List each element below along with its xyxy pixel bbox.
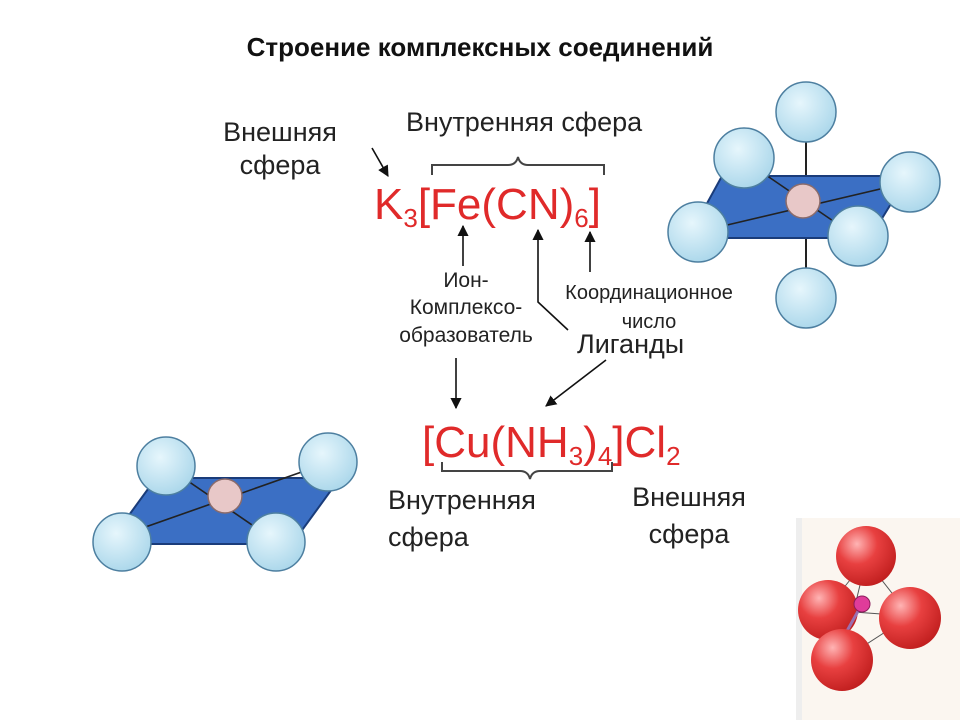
tetra-ligand-sphere bbox=[811, 629, 873, 691]
ligand-sphere bbox=[136, 436, 196, 496]
outer-sphere-label-top-line2: сфера bbox=[239, 150, 321, 180]
formula2-end: ]Cl bbox=[612, 418, 667, 467]
formula2-sub2: 4 bbox=[597, 441, 613, 471]
formula1-mid-sub: 6 bbox=[574, 203, 589, 233]
outer-sphere-label-bottom: Внешняя сфера bbox=[616, 481, 762, 551]
inner-sphere-label-bottom: Внутренняя сфера bbox=[388, 484, 536, 554]
formula1-mid: [Fe(CN) bbox=[417, 180, 575, 229]
central-ion-line1: Ион- bbox=[443, 269, 489, 292]
ligand-sphere bbox=[879, 151, 941, 213]
central-atom bbox=[207, 478, 243, 514]
formula2-sub1: 3 bbox=[568, 441, 584, 471]
tetra-ligand-sphere bbox=[798, 580, 858, 640]
central-ion-line2: Комплексо- bbox=[409, 296, 523, 319]
formula1-end: ] bbox=[588, 180, 601, 229]
page-title: Строение комплексных соединений bbox=[246, 32, 714, 62]
ligand-sphere bbox=[775, 267, 837, 329]
coord-number-line1: Координационное bbox=[565, 282, 733, 304]
arrow-outer-sphere-top bbox=[371, 147, 389, 177]
formula1-k-sub: 3 bbox=[403, 203, 418, 233]
formula1-k: K bbox=[374, 180, 404, 229]
central-ion-line3: образователь bbox=[399, 324, 533, 347]
inner-sphere-bottom-line1: Внутренняя bbox=[388, 485, 536, 515]
ligand-sphere bbox=[298, 432, 358, 492]
brace-inner-sphere-top bbox=[431, 156, 605, 175]
brace-inner-sphere-bottom bbox=[441, 462, 613, 480]
formula2-start: [Cu(NH bbox=[422, 418, 569, 467]
central-atom bbox=[785, 183, 821, 219]
formula-k3-fe-cn6: K3[Fe(CN)6] bbox=[374, 180, 601, 243]
tetra-ligand-sphere bbox=[879, 587, 941, 649]
ligand-sphere bbox=[667, 201, 729, 263]
inner-sphere-label-top: Внутренняя сфера bbox=[406, 107, 643, 137]
ligand-sphere bbox=[92, 512, 152, 572]
formula-cu-nh3-4-cl2: [Cu(NH3)4]Cl2 bbox=[422, 418, 681, 481]
inner-sphere-bottom-line2: сфера bbox=[388, 522, 469, 552]
outer-sphere-label-top: Внешняя сфера bbox=[205, 116, 355, 182]
ligand-sphere bbox=[827, 205, 889, 267]
outer-sphere-label-top-line1: Внешняя bbox=[223, 117, 337, 147]
arrow-ligands-down bbox=[545, 359, 607, 407]
tetra-central-atom bbox=[853, 595, 871, 613]
coord-number-line2: число bbox=[621, 311, 677, 333]
ligand-sphere bbox=[713, 127, 775, 189]
ligands-label: Лиганды bbox=[577, 329, 685, 359]
formula2-mid: ) bbox=[583, 418, 598, 467]
square-planar-complex-model bbox=[92, 432, 358, 572]
arrow-ligands-up bbox=[532, 228, 569, 331]
outer-sphere-bottom-line2: сфера bbox=[648, 519, 730, 549]
tetra-ligand-sphere bbox=[836, 526, 896, 586]
formula2-sub3: 2 bbox=[666, 441, 681, 471]
central-ion-label: Ион- Комплексо- образователь bbox=[396, 268, 536, 350]
outer-sphere-bottom-line1: Внешняя bbox=[632, 482, 746, 512]
tetrahedral-complex-model bbox=[796, 518, 960, 720]
octahedral-complex-model bbox=[667, 81, 941, 329]
ligand-sphere bbox=[246, 512, 306, 572]
coord-number-label: Координационное число bbox=[546, 281, 752, 335]
ligand-sphere bbox=[775, 81, 837, 143]
